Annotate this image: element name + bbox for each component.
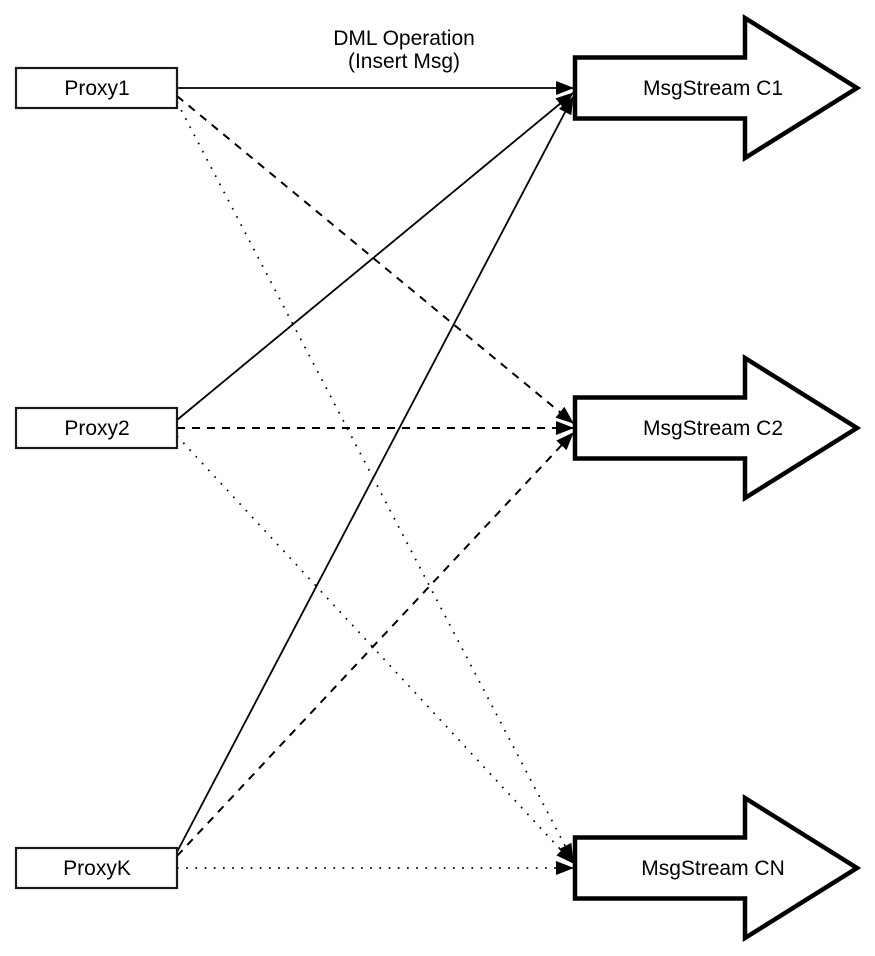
- msgstream-c2-arrow-shape: [572, 353, 862, 503]
- msgstream-c1-node: MsgStream C1: [572, 13, 862, 163]
- msgstream-c2-label: MsgStream C2: [643, 417, 783, 440]
- edge-proxy1-to-msgstream-cn: [176, 101, 574, 862]
- edge-layer: [176, 81, 574, 875]
- msgstream-cn-arrow-shape: [572, 793, 862, 943]
- proxyk-label: ProxyK: [63, 857, 131, 880]
- edge-proxyk-to-msgstream-c2: [176, 432, 574, 857]
- proxy1-box: [14, 66, 179, 110]
- diagram-title-line2: (Insert Msg): [348, 50, 460, 73]
- edge-proxy2-to-msgstream-cn: [176, 435, 574, 864]
- proxyk-node: ProxyK: [14, 846, 179, 890]
- msgstream-cn-label: MsgStream CN: [641, 857, 785, 880]
- msgstream-c1-arrow-shape: [572, 13, 862, 163]
- proxy2-box: [14, 406, 179, 450]
- diagram-title-line1: DML Operation: [333, 27, 475, 50]
- proxy2-label: Proxy2: [64, 417, 129, 440]
- proxy2-node: Proxy2: [14, 406, 179, 450]
- proxy1-label: Proxy1: [64, 77, 129, 100]
- msgstream-c1-label: MsgStream C1: [643, 77, 783, 100]
- edge-proxyk-to-msgstream-c1: [176, 96, 574, 853]
- edge-proxy2-to-msgstream-c1: [176, 92, 574, 421]
- msgstream-c2-node: MsgStream C2: [572, 353, 862, 503]
- proxy1-node: Proxy1: [14, 66, 179, 110]
- proxyk-box: [14, 846, 179, 890]
- edge-proxy1-to-msgstream-c2: [176, 95, 574, 424]
- msgstream-cn-node: MsgStream CN: [572, 793, 862, 943]
